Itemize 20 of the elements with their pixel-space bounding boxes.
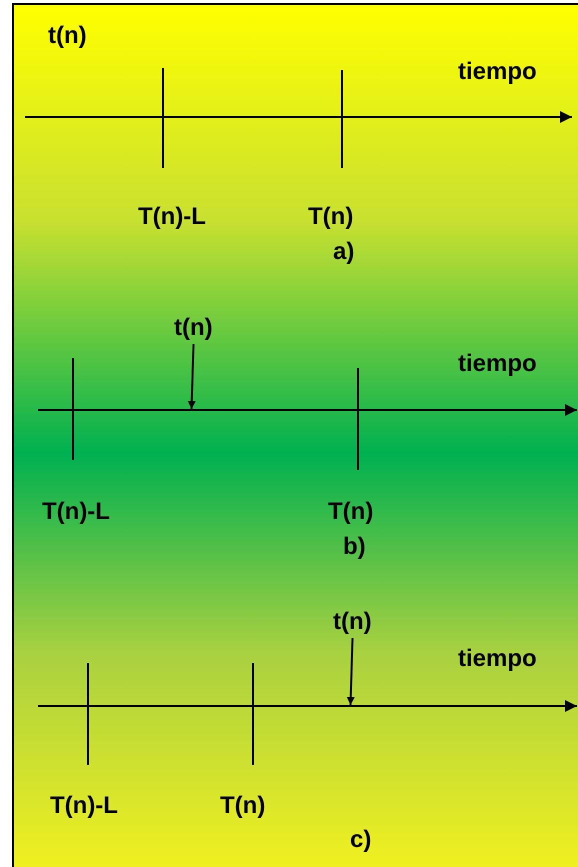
time-label: T(n)-L — [138, 203, 206, 231]
axis-label: tiempo — [458, 350, 537, 378]
time-label: T(n)-L — [50, 792, 118, 820]
panel-label: b) — [343, 533, 366, 561]
pointer-arrow — [346, 638, 355, 706]
signal-label: t(n) — [333, 608, 372, 636]
panel-label: a) — [333, 238, 354, 266]
time-label: T(n) — [220, 792, 266, 820]
time-label: T(n) — [308, 203, 354, 231]
axis-label: tiempo — [458, 58, 537, 86]
signal-label: t(n) — [174, 314, 213, 342]
time-axis — [38, 404, 577, 416]
time-label: T(n)-L — [42, 498, 110, 526]
time-axis — [25, 111, 572, 123]
time-label: T(n) — [328, 498, 374, 526]
pointer-arrow — [188, 344, 196, 410]
signal-label: t(n) — [48, 22, 87, 50]
time-axis — [38, 700, 577, 712]
axis-label: tiempo — [458, 645, 537, 673]
panel-label: c) — [350, 826, 372, 854]
